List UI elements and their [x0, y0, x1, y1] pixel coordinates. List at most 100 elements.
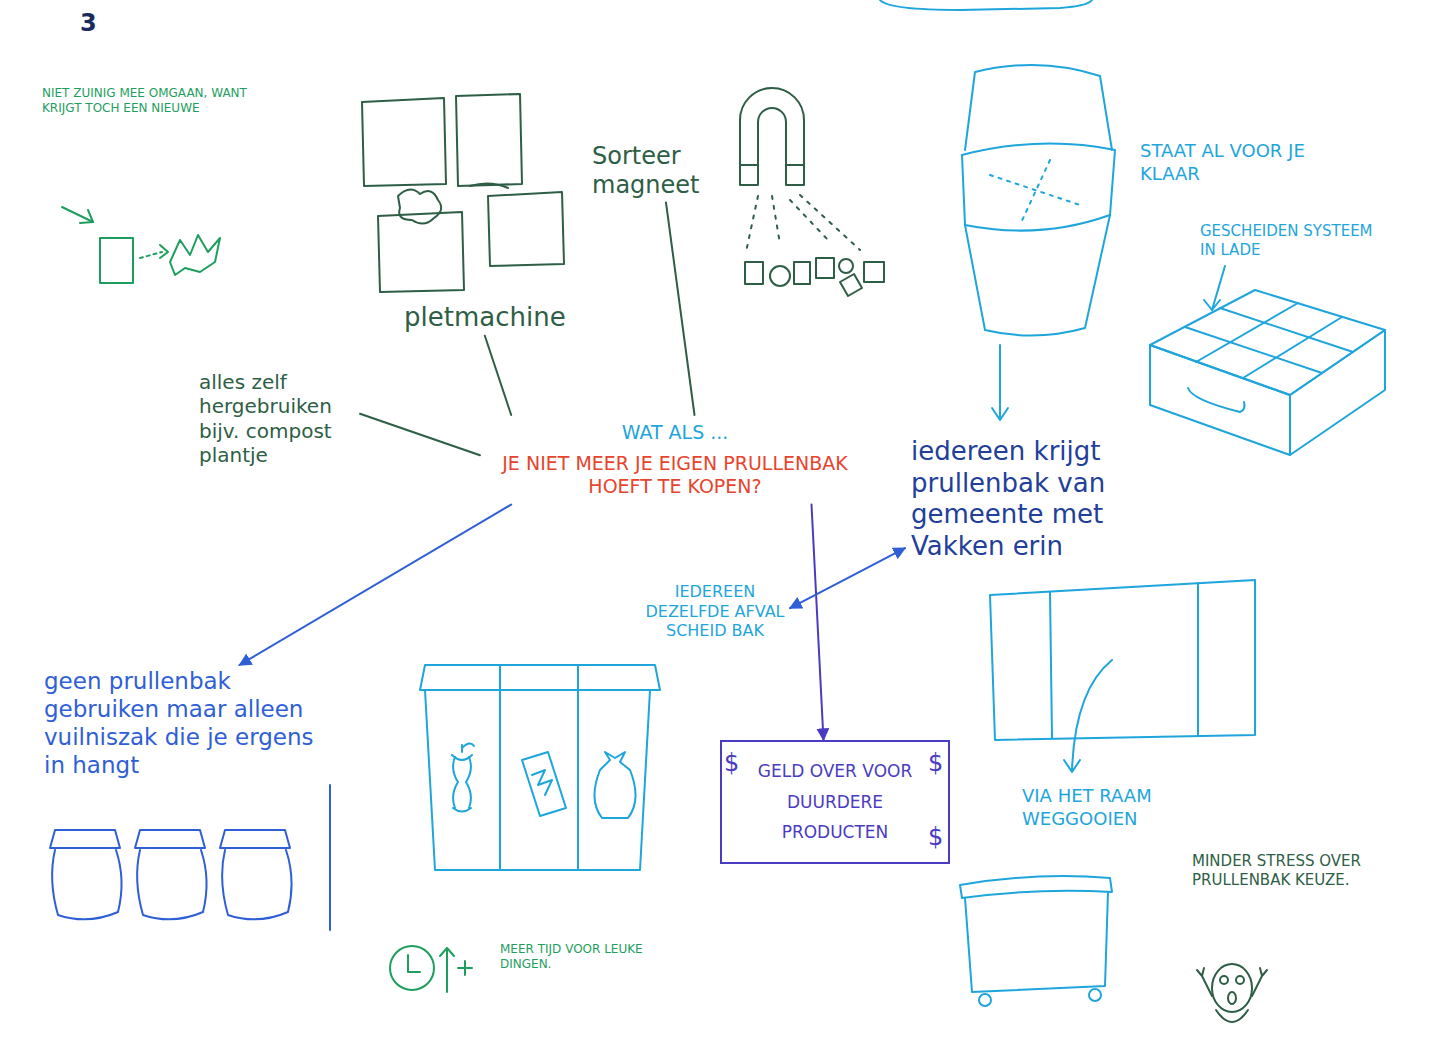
idea-text: WAT ALS ... [484, 421, 866, 444]
idea-text: iedereen krijgt prullenbak van gemeente … [911, 436, 1199, 563]
bag-sketch [329, 785, 331, 930]
face-sketch [1228, 992, 1236, 1004]
currency-sign: $ [928, 748, 943, 778]
note-text: GESCHEIDEN SYSTEEM IN LADE [1200, 222, 1380, 260]
wheeled-bin-sketch [979, 994, 991, 1006]
magnet-sketch [740, 88, 804, 185]
clock-sketch [390, 946, 434, 990]
throwaway-sketch [140, 252, 162, 258]
throwaway-sketch [62, 207, 93, 222]
clock-sketch [440, 948, 454, 992]
idea-text: GELD OVER VOOR DUURDERE PRODUCTEN [740, 756, 930, 848]
idea-text: Sorteer magneet [592, 142, 714, 201]
note-text: MINDER STRESS OVER PRULLENBAK KEUZE. [1192, 852, 1392, 890]
sorting-bin-sketch [594, 752, 635, 818]
throwaway-sketch [62, 207, 220, 283]
sorting-bin-sketch [522, 752, 566, 816]
bag-sketch [50, 785, 330, 930]
window-sketch [1072, 660, 1112, 770]
sorting-bin-sketch [425, 690, 650, 870]
drawer-sketch [1150, 266, 1385, 455]
drawer-sketch [1188, 388, 1245, 412]
crusher-sketch [470, 183, 508, 188]
bag-sketch [137, 850, 206, 919]
crusher-sketch [398, 189, 441, 223]
magnet-sketch [770, 266, 790, 286]
connector-line [485, 336, 511, 415]
crusher-sketch [488, 192, 564, 266]
idea-text: pletmachine [400, 300, 570, 336]
sorting-bin-sketch [532, 770, 552, 795]
window-sketch [990, 580, 1255, 772]
currency-sign: $ [928, 822, 943, 852]
bin-sketch [992, 408, 1008, 420]
page-number: 3 [80, 8, 97, 38]
magnet-sketch [740, 164, 804, 166]
magnet-sketch [840, 274, 862, 296]
bin-sketch [999, 345, 1001, 418]
window-sketch [1064, 760, 1080, 772]
throwaway-sketch [80, 210, 93, 223]
crusher-sketch [362, 98, 446, 186]
bag-sketch [135, 830, 205, 848]
bin-sketch [962, 65, 1115, 420]
magnet-sketch [746, 195, 860, 252]
sorting-bin-sketch [452, 743, 474, 811]
bag-sketch [220, 830, 290, 848]
throwaway-sketch [170, 235, 220, 275]
face-sketch [1216, 1010, 1248, 1022]
drawer-sketch [1290, 330, 1385, 455]
magnet-sketch [864, 262, 884, 282]
bin-sketch [962, 144, 1115, 231]
throwaway-sketch [100, 238, 133, 283]
clock-sketch [390, 946, 472, 992]
connector-line [666, 203, 695, 415]
magnet-sketch [816, 258, 834, 278]
face-sketch [1197, 968, 1267, 996]
note-text: NIET ZUINIG MEE OMGAAN, WANT KRIJGT TOCH… [42, 86, 257, 116]
bin-sketch [965, 215, 1110, 336]
idea-text: alles zelf hergebruiken bijv. compost pl… [195, 368, 360, 470]
crusher-sketch [456, 94, 522, 186]
idea-text: geen prullenbak gebruiken maar alleen vu… [40, 665, 325, 781]
clock-sketch [408, 955, 420, 972]
sorting-bin-sketch [500, 665, 578, 870]
note-text: MEER TIJD VOOR LEUKE DINGEN. [500, 942, 650, 972]
clock-sketch [458, 961, 472, 975]
face-sketch [1212, 964, 1252, 1012]
connector-line [360, 414, 480, 456]
note-text: STAAT AL VOOR JE KLAAR [1140, 140, 1350, 185]
face-sketch [1220, 976, 1228, 984]
top-arc [880, 0, 1092, 10]
idea-text: pletmachine [404, 302, 566, 334]
magnet-sketch [839, 259, 853, 273]
sorting-bin-sketch [420, 665, 660, 870]
drawer-sketch [1185, 303, 1353, 378]
idea-text: iedereen krijgt prullenbak van gemeente … [905, 430, 1205, 569]
bag-sketch [52, 850, 121, 919]
central-question: WAT ALS ...JE NIET MEER JE EIGEN PRULLEN… [480, 415, 870, 505]
crusher-sketch [362, 94, 564, 292]
bin-sketch [990, 160, 1080, 225]
idea-text: IEDEREEN DEZELFDE AFVAL SCHEID BAK [640, 580, 790, 643]
connector-line [240, 505, 512, 665]
currency-sign: $ [724, 748, 739, 778]
face-sketch [1197, 964, 1267, 1022]
bag-sketch [222, 850, 291, 919]
window-sketch [990, 580, 1255, 740]
sorting-bin-sketch [420, 665, 660, 690]
connector-line [790, 548, 905, 608]
wheeled-bin-sketch [965, 892, 1108, 992]
magnet-sketch [740, 88, 884, 296]
top-arc [880, 0, 1092, 10]
wheeled-bin-sketch [1089, 989, 1101, 1001]
face-sketch [1236, 976, 1244, 984]
drawer-sketch [1150, 290, 1385, 395]
idea-text: alles zelf hergebruiken bijv. compost pl… [199, 370, 356, 468]
idea-text: IEDEREEN DEZELFDE AFVAL SCHEID BAK [644, 582, 786, 641]
wheeled-bin-sketch [960, 876, 1112, 898]
bag-sketch [50, 830, 120, 848]
throwaway-sketch [160, 245, 168, 258]
bin-sketch [965, 65, 1112, 150]
